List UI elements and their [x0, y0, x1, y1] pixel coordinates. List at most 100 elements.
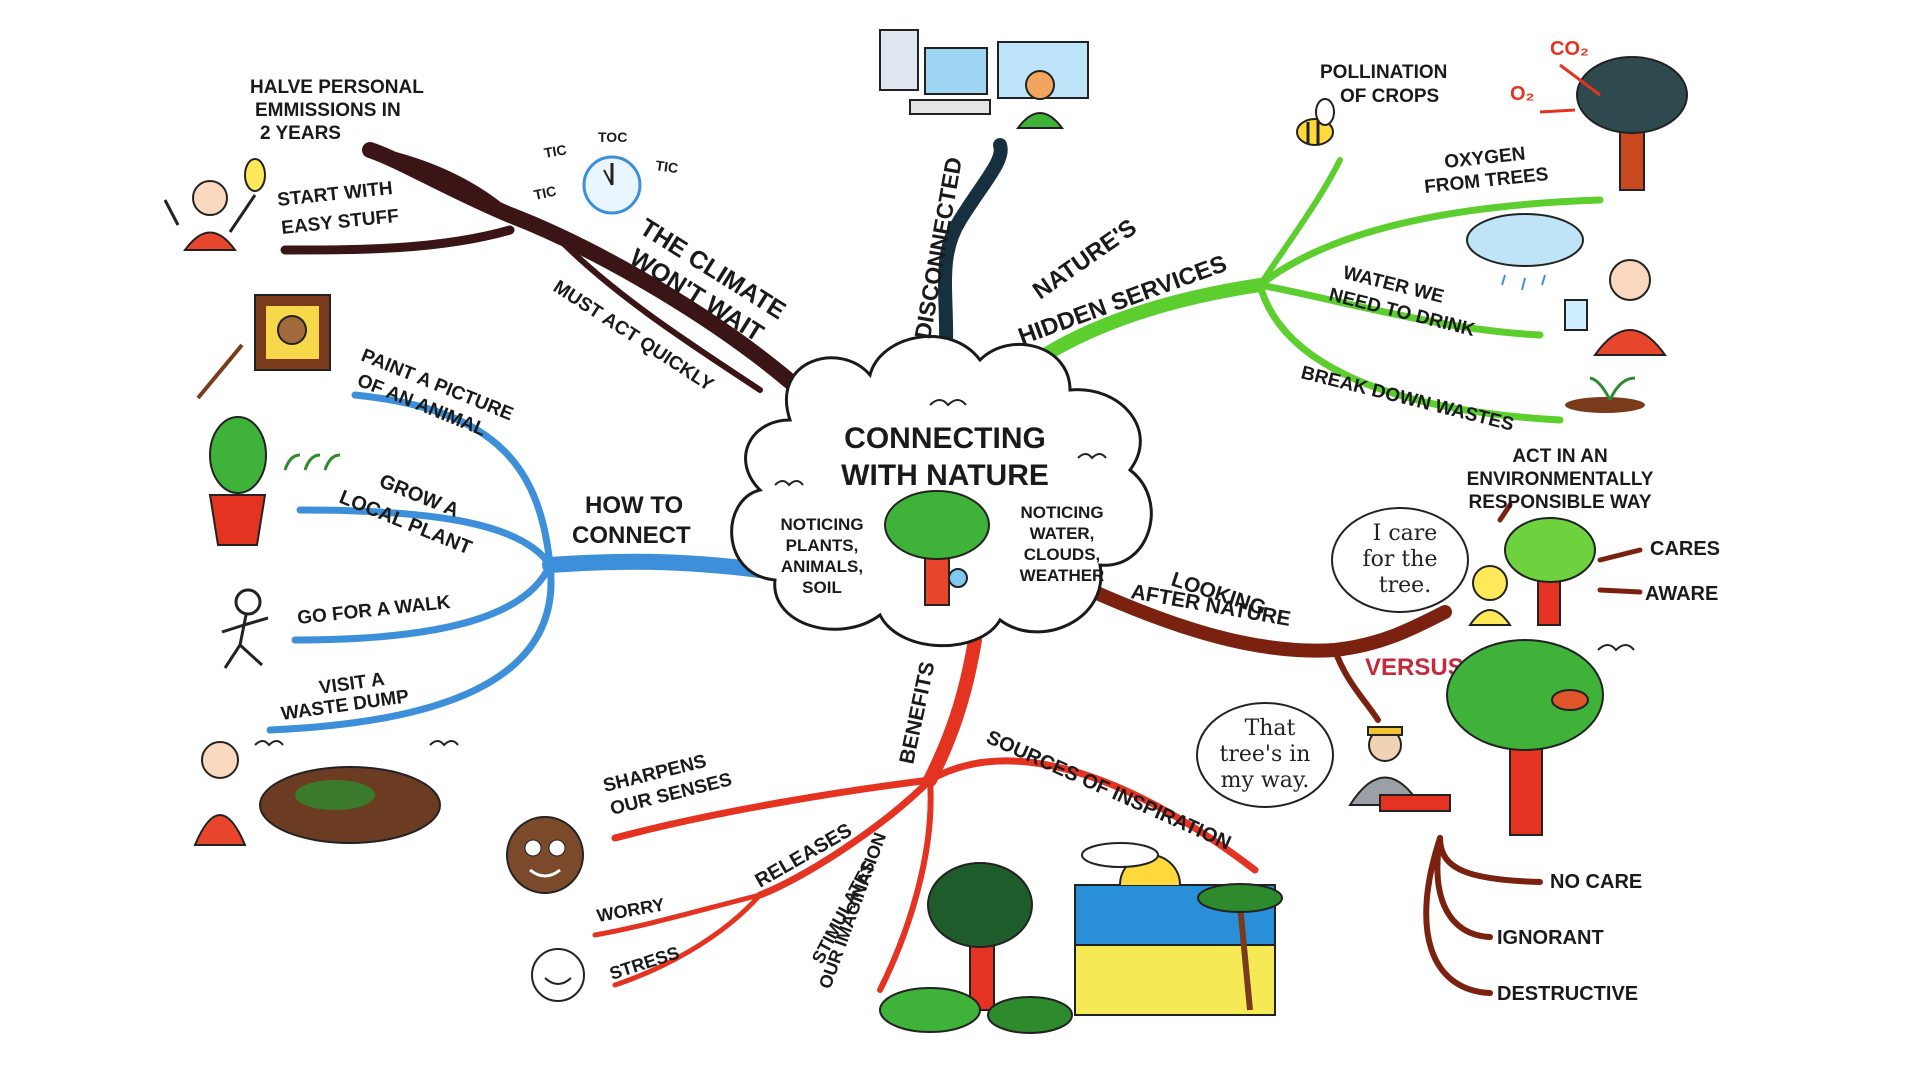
halve-line: EMMISSIONS IN — [255, 100, 401, 121]
right-note-line: NOTICING — [1020, 503, 1103, 522]
bee-icon — [1296, 98, 1335, 146]
center-title-line1: CONNECTING — [844, 422, 1046, 455]
central-cloud: CONNECTING WITH NATURE NOTICING PLANTS, … — [730, 335, 1153, 648]
branch-aware — [1597, 587, 1643, 595]
left-note-line: ANIMALS, — [781, 557, 863, 576]
cloud-rain-icon — [1466, 213, 1584, 291]
branch-how-grow — [296, 506, 554, 569]
bubble-care-line: tree. — [1379, 573, 1431, 598]
bubble-care-line: for the — [1363, 547, 1438, 572]
branch-how-dump — [266, 561, 555, 734]
how-title-line2: CONNECT — [572, 522, 691, 549]
walk-label: GO FOR A WALK — [296, 592, 451, 629]
branch-worry — [592, 892, 763, 938]
branch-services-oxygen — [1256, 196, 1604, 289]
co2-label: CO₂ — [1550, 38, 1589, 60]
branch-how — [542, 553, 768, 578]
how-title-line1: HOW TO — [585, 492, 683, 519]
happy-face-icon — [531, 948, 585, 1002]
computer-icon — [879, 29, 1089, 129]
benefits-group: BENEFITS SHARPENS OUR SENSES RELEASES WO… — [254, 644, 1635, 1034]
endangered-tree-icon — [1446, 639, 1604, 836]
branch-services-water — [1256, 281, 1544, 339]
branch-inspiration — [926, 757, 1259, 874]
person-lightbulb-icon — [163, 158, 266, 251]
how-group: HOW TO CONNECT PAINT A PICTURE OF AN ANI… — [193, 294, 691, 846]
center-title-line2: WITH NATURE — [841, 459, 1049, 492]
happy-tree-icon — [1504, 517, 1596, 626]
aware-label: AWARE — [1645, 583, 1718, 605]
forest-icon — [879, 862, 1073, 1034]
potted-plant-icon — [208, 416, 341, 546]
bubble-way-line: my way. — [1221, 768, 1310, 793]
wastes-label: BREAK DOWN WASTES — [1299, 362, 1516, 435]
branch-services-wastes — [1256, 281, 1564, 424]
branch-climate — [362, 142, 808, 398]
versus-label: VERSUS — [1365, 654, 1464, 681]
ignorant-label: IGNORANT — [1497, 927, 1604, 949]
branch-how-paint — [351, 391, 554, 569]
center-left-note: NOTICING PLANTS, ANIMALS, SOIL — [780, 515, 863, 597]
halve-line: 2 YEARS — [260, 123, 341, 144]
easy-line: EASY STUFF — [280, 206, 399, 239]
lumberjack-icon — [1348, 726, 1451, 812]
branch-services-pollination — [1257, 157, 1343, 288]
cares-label: CARES — [1650, 538, 1720, 560]
tree-co2-icon: CO₂ O₂ — [1510, 38, 1688, 191]
waste-dump-icon — [193, 741, 441, 846]
branch-benefits-releases — [756, 776, 934, 899]
destructive-label: DESTRUCTIVE — [1497, 983, 1638, 1005]
act-line: ENVIRONMENTALLY — [1467, 469, 1654, 490]
inspiration-label: SOURCES OF INSPIRATION — [983, 726, 1234, 854]
right-note-line: WEATHER — [1020, 566, 1105, 585]
releases-label: RELEASES — [752, 819, 856, 892]
stress-label: STRESS — [607, 943, 682, 984]
left-note-line: PLANTS, — [786, 536, 859, 555]
left-note-line: NOTICING — [780, 515, 863, 534]
clock-tic: TIC — [655, 157, 680, 176]
disconnected-label: DISCONNECTED — [909, 155, 967, 341]
branch-nocare — [1437, 835, 1543, 885]
branch-looking-down — [1332, 647, 1381, 723]
clock-toc: TOC — [598, 129, 627, 145]
left-note-line: SOIL — [802, 578, 842, 597]
branch-stimulates — [877, 777, 934, 993]
bubble-way-line: tree's in — [1220, 742, 1311, 767]
walking-figure-icon — [221, 588, 269, 669]
center-right-note: NOTICING WATER, CLOUDS, WEATHER — [1020, 503, 1105, 585]
pollination-line: OF CROPS — [1340, 86, 1439, 107]
branch-benefits-sharpens — [611, 776, 934, 842]
birds-icon — [254, 644, 1635, 747]
branch-disconnected — [938, 138, 1008, 372]
branch-climate-easy — [280, 225, 515, 255]
right-note-line: CLOUDS, — [1024, 545, 1101, 564]
halve-line: HALVE PERSONAL — [250, 77, 424, 98]
branch-stress — [612, 892, 763, 988]
beach-icon — [1074, 842, 1283, 1016]
branch-ignorant — [1434, 835, 1493, 940]
branch-looking — [1083, 583, 1452, 658]
right-note-line: WATER, — [1030, 524, 1095, 543]
branch-climate-must — [557, 237, 763, 393]
caring-person-icon — [1468, 565, 1512, 626]
act-line: ACT IN AN — [1512, 446, 1607, 467]
bubble-way-line: That — [1245, 716, 1296, 741]
act-line: RESPONSIBLE WAY — [1468, 492, 1651, 513]
smiling-face-icon — [506, 816, 584, 894]
framed-picture-icon — [196, 294, 331, 400]
clock-tic: TIC — [543, 141, 568, 161]
o2-label: O₂ — [1510, 83, 1534, 105]
caring-tree-icon — [884, 490, 990, 606]
pollination-line: POLLINATION — [1320, 62, 1447, 83]
branch-benefits — [923, 633, 982, 787]
easy-line: START WITH — [276, 178, 393, 211]
birds-icon — [774, 399, 1107, 487]
benefits-label: BENEFITS — [895, 660, 939, 766]
sprouts-icon — [1565, 376, 1645, 413]
no-care-label: NO CARE — [1550, 871, 1642, 893]
branch-how-walk — [291, 561, 554, 644]
branch-act — [1497, 502, 1513, 523]
branch-destructive — [1423, 835, 1493, 996]
clock-icon — [582, 155, 642, 215]
